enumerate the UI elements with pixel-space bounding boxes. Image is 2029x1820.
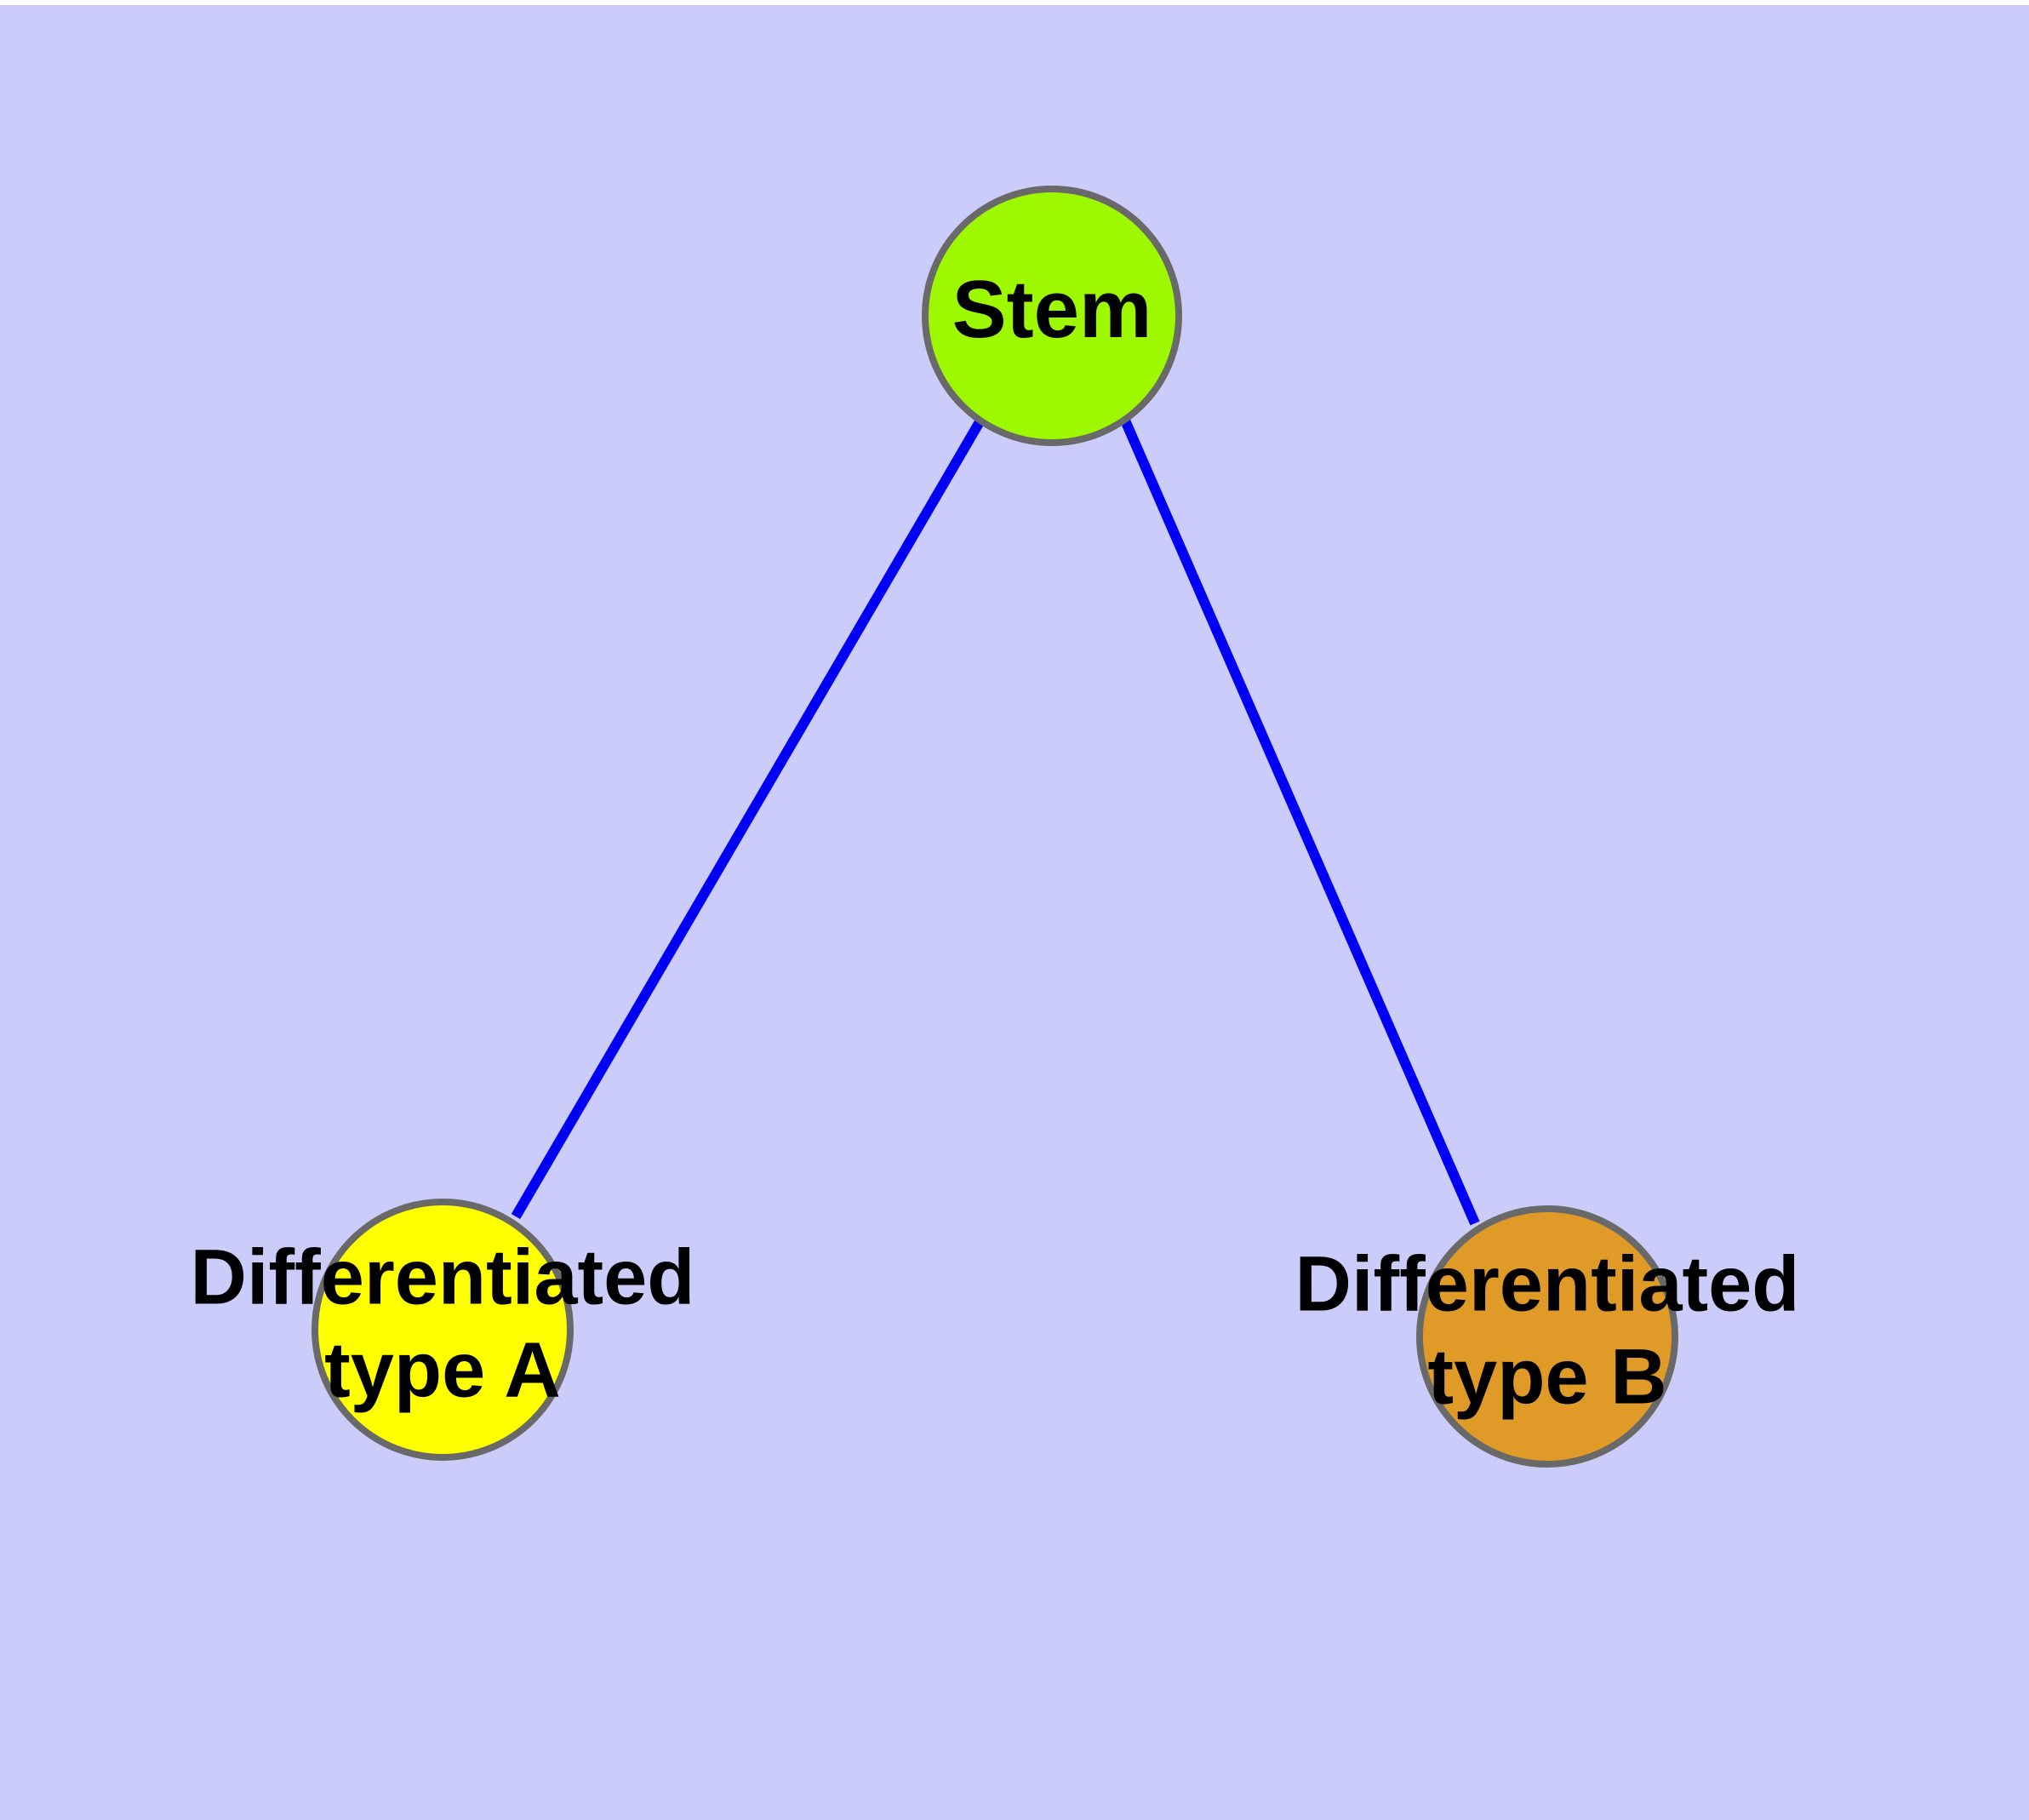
- node-stem-circle[interactable]: [922, 186, 1182, 446]
- node-stem-label: Stem: [952, 264, 1152, 355]
- node-differentiated-type-b-circle[interactable]: [1416, 1205, 1678, 1468]
- node-stem[interactable]: Stem: [922, 186, 1182, 446]
- node-differentiated-type-a-circle[interactable]: [311, 1199, 574, 1461]
- edge-layer: [511, 417, 1480, 1226]
- edge-stem-to-differentiated-type-a[interactable]: [511, 417, 986, 1220]
- edge-stem-to-differentiated-type-b[interactable]: [1120, 418, 1480, 1226]
